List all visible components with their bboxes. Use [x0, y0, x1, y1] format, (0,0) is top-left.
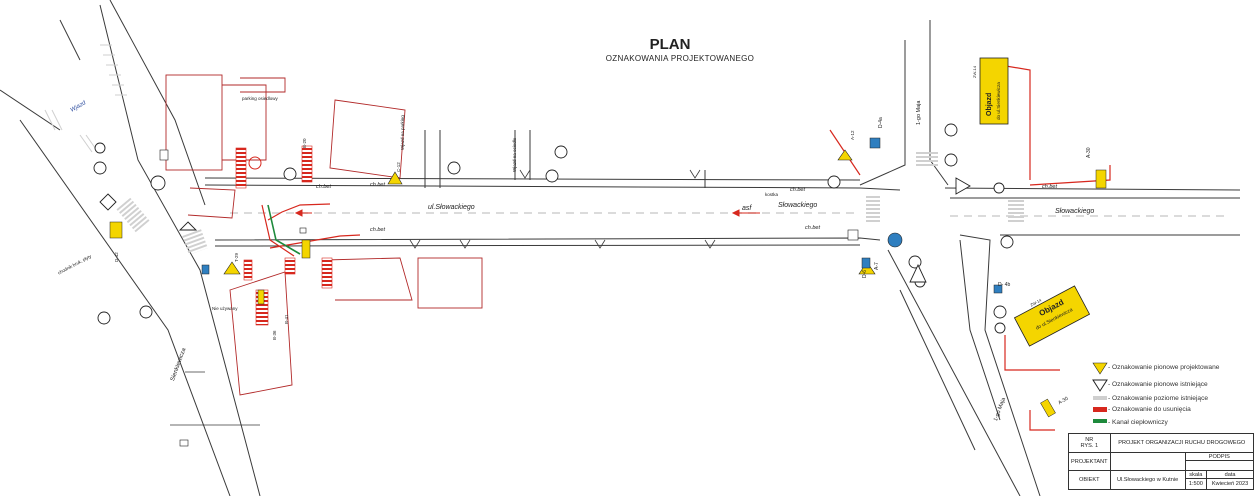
street-label-maja-top: 1-go Maja — [916, 100, 922, 125]
legend-channel-symbol — [1093, 419, 1107, 423]
roundabout-sign — [887, 232, 903, 248]
detour-board-top — [979, 57, 1009, 125]
detour-board-bottom — [1013, 285, 1091, 347]
tb-skala: 1:500 — [1184, 478, 1208, 490]
legend-item-removal: - Oznakowanie do usunięcia — [1108, 406, 1191, 413]
tb-data-label: data — [1206, 470, 1254, 479]
plan-title: PLAN — [649, 36, 691, 53]
maja-top-west — [859, 40, 906, 186]
tb-obiekt: OBIEKT — [1068, 470, 1111, 490]
tb-projektant: PROJEKTANT — [1068, 452, 1111, 471]
sign-code-a30-top: A-30 — [1086, 147, 1092, 158]
sign-code-d6: D-6 — [862, 269, 868, 278]
legend-item-existing: - Oznakowanie pionowe istniejące — [1108, 381, 1208, 388]
legend-projected-symbol — [1092, 362, 1108, 375]
sign-code-t29: T-29 — [234, 252, 239, 262]
legend-removal-symbol — [1093, 407, 1107, 412]
sign-code-d4b: D- 4b — [998, 282, 1011, 288]
legend-existing-symbol — [1092, 379, 1108, 392]
street-label-asf: asf — [742, 205, 752, 212]
street-label-slowackiego-left: ul.Słowackiego — [428, 204, 475, 211]
detour-board-top-text: Objazd do ul.Sienkiewicza ZW-14 — [972, 58, 1008, 124]
projected-signs — [109, 149, 1107, 418]
tb-obiekt-value: Ul.Słowackiego w Kutnie — [1109, 470, 1186, 490]
slowackiego-south-edge — [214, 237, 881, 241]
detour-top-line2: do ul.Sienkiewicza — [996, 82, 1001, 120]
street-label-parking: parking osiedlowy — [242, 96, 278, 101]
legend-item-channel: - Kanał ciepłowniczy — [1108, 419, 1168, 426]
sign-code-d4a: D-4a — [878, 117, 884, 128]
tb-skala-label: skala — [1184, 470, 1208, 479]
tb-podpis: PODPIS — [1184, 452, 1255, 461]
maja-bottom-west — [887, 249, 1021, 496]
street-label-wjazd-parking: Wjazd na parking — [400, 115, 405, 150]
sign-code-b36: B-36 — [272, 330, 277, 340]
sign-code-b41: B-41 — [284, 314, 289, 324]
legend-item-projected: - Oznakowanie pionowe projektowane — [1108, 364, 1220, 371]
tb-projektant-value — [1109, 452, 1186, 471]
sign-code-a12: A-12 — [850, 130, 855, 140]
maja-bottom-east — [959, 234, 1041, 496]
street-label-nie-uzywany: Nie używany — [212, 306, 238, 311]
sienkiewicza-far-east — [109, 0, 206, 206]
sign-code-b20: B-20 — [302, 138, 307, 148]
sign-code-a7: A-7 — [874, 262, 880, 270]
sign-code-d42: D-42 — [114, 252, 119, 262]
legend-horizontal-symbol — [1093, 396, 1107, 400]
surface-label-chbet-6: ch.bet — [1042, 184, 1057, 190]
sign-code-c12: C-12 — [396, 162, 401, 172]
surface-label-chbet-3: ch.bet — [370, 227, 385, 233]
street-label-slowackiego-right: Słowackiego — [1055, 208, 1095, 215]
legend-symbols — [1092, 362, 1108, 423]
existing-markings — [116, 150, 1024, 255]
detour-top-line1: Objazd — [986, 92, 993, 116]
detour-top-code: ZW-14 — [972, 66, 977, 78]
sienkiewicza-edge-west — [19, 119, 231, 496]
tb-project-title: PROJEKT ORGANIZACJI RUCHU DROGOWEGO — [1109, 433, 1255, 453]
surface-label-chbet-5: ch.bet — [805, 225, 820, 231]
street-label-wjazd-osiedle: Wjazd na osiedle — [512, 137, 517, 172]
buildings — [165, 74, 483, 396]
surface-label-chbet-4: ch.bet — [790, 187, 805, 193]
legend-item-horizontal: - Oznakowanie poziome istniejące — [1108, 395, 1209, 402]
tb-data: Kwiecień 2023 — [1206, 478, 1254, 490]
surface-label-chbet-2: ch.bet — [370, 182, 385, 188]
sienkiewicza-edge-east — [99, 4, 261, 496]
plan-subtitle: OZNAKOWANIA PROJEKTOWANEGO — [605, 54, 755, 63]
surface-label-chbet-1: ch.bet — [316, 184, 331, 190]
surface-label-kostka: kostka — [765, 192, 779, 197]
slowackiego-north-edge — [204, 184, 901, 191]
existing-signs — [93, 123, 1014, 334]
tb-podpis-space — [1184, 460, 1255, 471]
street-label-slowackiego-mid: Słowackiego — [778, 202, 818, 209]
